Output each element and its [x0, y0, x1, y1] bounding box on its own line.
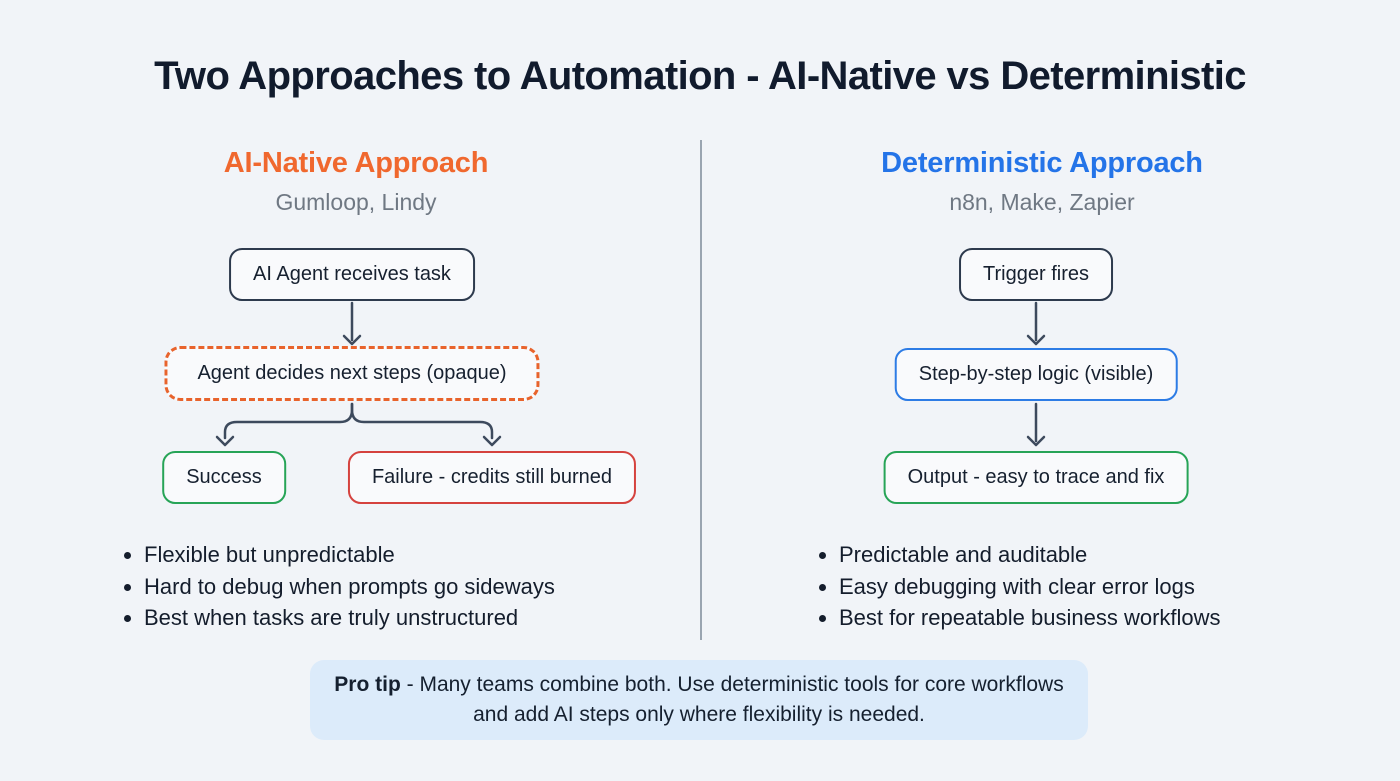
ai-native-bullet-list: Flexible but unpredictable Hard to debug… — [118, 539, 555, 634]
split-arrow-to-failure — [350, 402, 502, 447]
deterministic-bullet-3: Best for repeatable business workflows — [839, 602, 1221, 634]
flow-node-success: Success — [162, 451, 286, 504]
pro-tip-text: - Many teams combine both. Use determini… — [400, 673, 1064, 726]
deterministic-bullet-1: Predictable and auditable — [839, 539, 1221, 571]
arrow-down-right-step2 — [1026, 402, 1046, 447]
ai-native-heading: AI-Native Approach — [223, 147, 489, 179]
deterministic-subtitle: n8n, Make, Zapier — [949, 189, 1135, 215]
flow-node-agent-decides-next-steps: Agent decides next steps (opaque) — [164, 346, 540, 401]
pro-tip-label: Pro tip — [334, 673, 401, 696]
ai-native-subtitle: Gumloop, Lindy — [275, 189, 437, 215]
ai-native-bullet-1: Flexible but unpredictable — [144, 539, 555, 571]
pro-tip-box: Pro tip - Many teams combine both. Use d… — [310, 660, 1088, 740]
page-title: Two Approaches to Automation - AI-Native… — [154, 54, 1246, 98]
deterministic-heading: Deterministic Approach — [881, 147, 1203, 179]
deterministic-header-block: Deterministic Approach n8n, Make, Zapier — [692, 147, 1392, 216]
arrow-down-right-step1 — [1026, 301, 1046, 346]
deterministic-bullet-2: Easy debugging with clear error logs — [839, 571, 1221, 603]
ai-native-bullet-2: Hard to debug when prompts go sideways — [144, 571, 555, 603]
flow-node-step-by-step-logic: Step-by-step logic (visible) — [894, 348, 1178, 401]
ai-native-bullet-3: Best when tasks are truly unstructured — [144, 602, 555, 634]
ai-native-header-block: AI-Native Approach Gumloop, Lindy — [6, 147, 706, 216]
column-divider — [700, 140, 702, 640]
split-arrow-to-success — [215, 402, 354, 447]
arrow-down-left-step1 — [342, 301, 362, 346]
flow-node-trigger-fires: Trigger fires — [959, 248, 1113, 301]
flow-node-output-easy-to-trace: Output - easy to trace and fix — [883, 451, 1189, 504]
flow-node-failure-credits-burned: Failure - credits still burned — [347, 451, 637, 504]
deterministic-bullet-list: Predictable and auditable Easy debugging… — [813, 539, 1221, 634]
flow-node-ai-agent-receives-task: AI Agent receives task — [229, 248, 475, 301]
